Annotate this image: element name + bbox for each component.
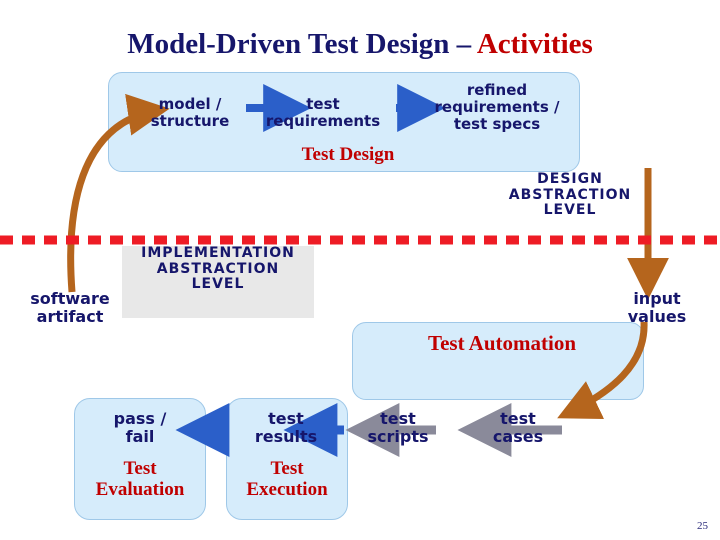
node-model-structure: model / structure (150, 95, 230, 130)
test-design-panel (108, 72, 580, 172)
node-pass-fail: pass / fail (113, 409, 167, 446)
label-implementation-abstraction-level: IMPLEMENTATION ABSTRACTION LEVEL (141, 245, 295, 293)
node-refined-requirements: refined requirements / test specs (434, 81, 560, 133)
page-title-separator: – (456, 28, 477, 60)
page-title: Model-Driven Test Design – Activities (0, 28, 720, 61)
node-test-evaluation: Test Evaluation (95, 458, 185, 501)
node-test-execution: Test Execution (246, 458, 328, 501)
node-software-artifact: software artifact (30, 289, 110, 326)
node-test-cases: test cases (492, 409, 544, 446)
node-test-results: test results (254, 409, 318, 446)
node-input-values: input values (627, 289, 687, 326)
page-number: 25 (697, 520, 708, 532)
node-test-automation: Test Automation (428, 331, 576, 355)
node-test-design: Test Design (301, 144, 395, 165)
label-design-abstraction-level: DESIGN ABSTRACTION LEVEL (508, 171, 632, 219)
node-test-scripts: test scripts (367, 409, 429, 446)
node-test-requirements: test requirements (265, 95, 381, 130)
page-title-accent: Activities (476, 28, 593, 60)
page-title-main: Model-Driven Test Design (127, 28, 457, 60)
